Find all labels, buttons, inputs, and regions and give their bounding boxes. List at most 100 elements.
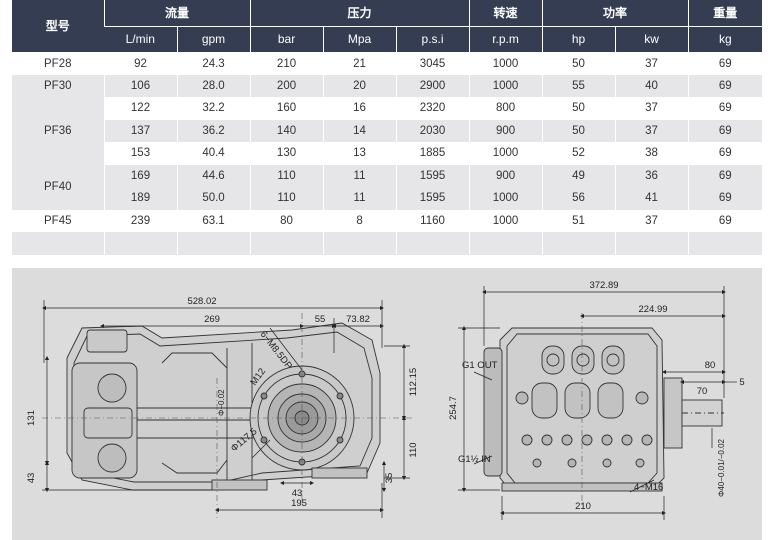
model-cell: PF28 <box>12 52 104 75</box>
table-cell: 800 <box>468 97 543 120</box>
pump-side-view <box>66 322 381 491</box>
model-cell: PF36 <box>12 97 104 165</box>
table-cell: 52 <box>541 142 616 165</box>
spec-table: 型号 流量 压力 转速 功率 重量 L/min gpm bar Mpa p.s.… <box>12 0 763 255</box>
table-cell: 11 <box>322 164 397 187</box>
table-cell: 1595 <box>395 187 470 210</box>
drawing-panel: 528.02 269 55 73.82 6−M8.5DP M12 Φ−0.02 … <box>12 268 762 540</box>
table-cell: 37 <box>614 52 689 75</box>
dim-269: 269 <box>204 314 220 325</box>
table-cell: 3045 <box>395 52 470 75</box>
table-cell: 21 <box>322 52 397 75</box>
model-cell: PF30 <box>12 74 104 97</box>
table-cell: 69 <box>687 97 763 120</box>
end-dimension-labels: 372.89 224.99 80 70 5 254.7 G1 OUT G1½ I… <box>448 280 745 512</box>
table-cell: 51 <box>541 209 616 232</box>
table-cell: 13 <box>322 142 397 165</box>
unit-hp: hp <box>541 26 616 53</box>
table-cell: 50.0 <box>176 187 251 210</box>
table-cell: 140 <box>249 119 324 142</box>
table-cell: 38 <box>614 142 689 165</box>
table-cell: 11 <box>322 187 397 210</box>
dim-35: 35 <box>384 473 395 484</box>
table-cell: 28.0 <box>176 74 251 97</box>
table-cell: 2030 <box>395 119 470 142</box>
table-cell: 56 <box>541 187 616 210</box>
table-cell: 900 <box>468 164 543 187</box>
table-cell: 1000 <box>468 74 543 97</box>
table-cell: 153 <box>103 142 177 165</box>
table-cell: 137 <box>103 119 177 142</box>
dim-112-15: 112.15 <box>408 368 419 396</box>
label-inlet: G1½ IN <box>458 454 491 465</box>
table-cell: 50 <box>541 119 616 142</box>
table-cell: 36.2 <box>176 119 251 142</box>
table-cell: 69 <box>687 209 763 232</box>
table-row: PF30 106 28.0 200 20 2900 1000 55 40 69 <box>12 74 763 97</box>
table-row: 189 50.0 110 11 1595 1000 56 41 69 <box>12 187 763 210</box>
unit-mpa: Mpa <box>322 26 397 53</box>
model-cell: PF40 <box>12 164 104 210</box>
header-weight: 重量 <box>687 0 763 27</box>
table-cell: 69 <box>687 52 763 75</box>
pump-end-view <box>483 327 724 492</box>
table-cell: 69 <box>687 164 763 187</box>
table-cell: 41 <box>614 187 689 210</box>
label-outlet: G1 OUT <box>462 360 498 371</box>
table-cell: 37 <box>614 119 689 142</box>
table-cell: 55 <box>541 74 616 97</box>
table-cell: 40 <box>614 74 689 97</box>
unit-gpm: gpm <box>176 26 251 53</box>
table-row: PF28 92 24.3 210 21 3045 1000 50 37 69 <box>12 52 763 75</box>
table-row: PF36 122 32.2 160 16 2320 800 50 37 69 <box>12 97 763 165</box>
table-cell: 1000 <box>468 187 543 210</box>
table-row: 153 40.4 130 13 1885 1000 52 38 69 <box>12 142 763 165</box>
table-cell: 122 <box>103 97 177 120</box>
table-cell: 16 <box>322 97 397 120</box>
unit-kw: kw <box>614 26 689 53</box>
pump-technical-drawing: 528.02 269 55 73.82 6−M8.5DP M12 Φ−0.02 … <box>26 280 745 520</box>
table-cell: 36 <box>614 164 689 187</box>
table-cell: 1000 <box>468 142 543 165</box>
table-cell: 37 <box>614 97 689 120</box>
table-cell: 2320 <box>395 97 470 120</box>
table-cell: 32.2 <box>176 97 251 120</box>
dim-254-7: 254.7 <box>448 396 459 420</box>
table-cell: 49 <box>541 164 616 187</box>
table-cell: 239 <box>103 209 177 232</box>
table-cell: 92 <box>103 52 177 75</box>
unit-lmin: L/min <box>104 26 177 53</box>
table-cell: 110 <box>249 187 324 210</box>
header-speed: 转速 <box>468 0 543 27</box>
table-cell: 69 <box>687 142 763 165</box>
table-cell: 1885 <box>395 142 470 165</box>
table-cell: 110 <box>249 164 324 187</box>
table-cell: 20 <box>322 74 397 97</box>
table-cell: 69 <box>687 119 763 142</box>
table-cell: 200 <box>249 74 324 97</box>
header-model: 型号 <box>12 0 104 53</box>
header-power: 功率 <box>541 0 689 27</box>
table-cell: 1595 <box>395 164 470 187</box>
unit-kg: kg <box>687 26 763 53</box>
dim-70: 70 <box>697 386 708 397</box>
dim-110: 110 <box>408 442 419 457</box>
dim-224-99: 224.99 <box>638 304 667 315</box>
table-cell: 69 <box>687 74 763 97</box>
table-cell: 63.1 <box>176 209 251 232</box>
foot-bolts: 4−M16 <box>634 482 663 493</box>
dim-43-bottom: 43 <box>292 488 303 499</box>
center-lines <box>42 313 412 518</box>
header-flow: 流量 <box>103 0 251 27</box>
table-cell: 40.4 <box>176 142 251 165</box>
dim-210: 210 <box>575 501 591 512</box>
table-cell: 900 <box>468 119 543 142</box>
bore-tolerance: Φ−0.02 <box>217 389 226 416</box>
end-dimensions <box>458 286 737 520</box>
dim-372-89: 372.89 <box>589 280 618 291</box>
table-cell: 169 <box>103 164 177 187</box>
table-cell: 80 <box>249 209 324 232</box>
table-row: PF45 239 63.1 80 8 1160 1000 51 37 69 <box>12 209 763 232</box>
dim-55: 55 <box>315 314 326 325</box>
table-cell: 50 <box>541 97 616 120</box>
